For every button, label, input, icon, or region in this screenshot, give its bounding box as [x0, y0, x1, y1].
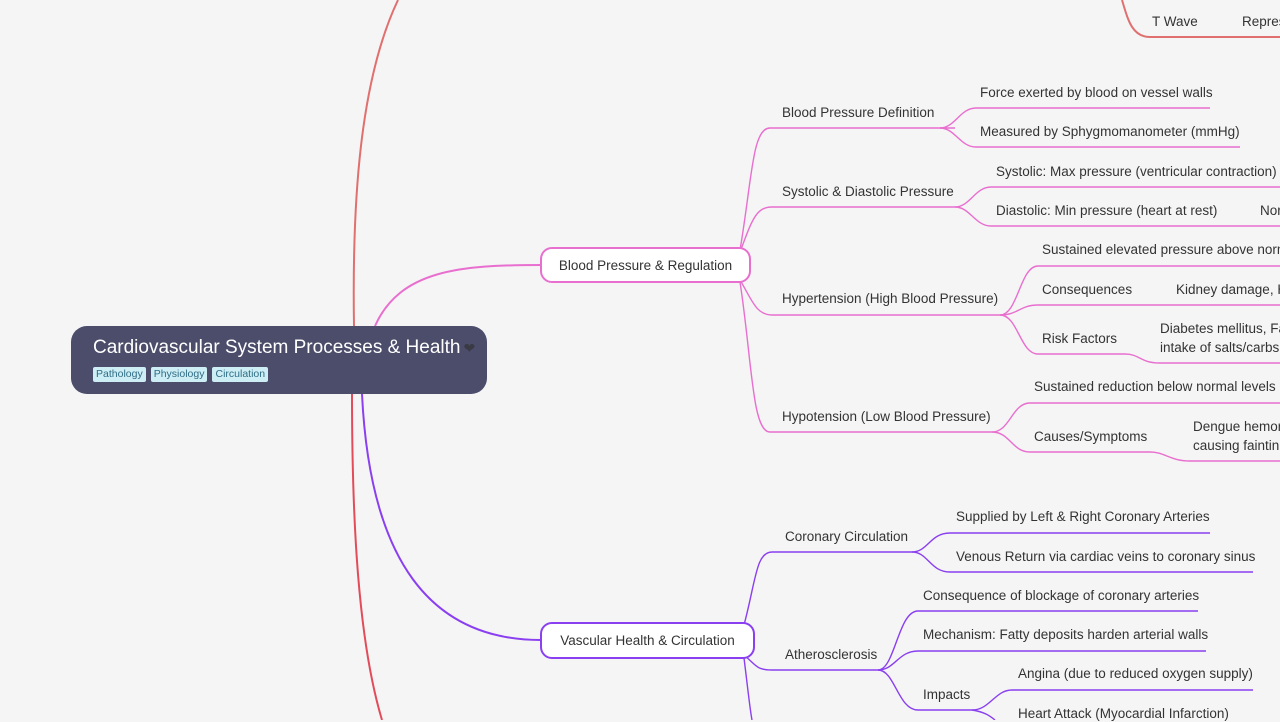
connector-root-to-top-branch	[352, 0, 399, 327]
node-causes-symptoms[interactable]: Causes/Symptoms	[1034, 429, 1148, 444]
node-coronary[interactable]: Coronary Circulation	[785, 529, 909, 544]
node-impacts-heart-attack[interactable]: Heart Attack (Myocardial Infarction)	[1018, 706, 1229, 721]
node-bp-def-measured[interactable]: Measured by Sphygmomanometer (mmHg)	[980, 124, 1240, 139]
node-hypotension[interactable]: Hypotension (Low Blood Pressure)	[782, 409, 991, 424]
connector-root-to-bottom-branch	[351, 393, 383, 720]
node-impacts[interactable]: Impacts	[923, 687, 971, 702]
node-bp-definition[interactable]: Blood Pressure Definition	[782, 105, 935, 120]
node-causes-detail[interactable]: Dengue hemor causing faintin	[1193, 419, 1280, 453]
node-athero-mechanism[interactable]: Mechanism: Fatty deposits harden arteria…	[923, 627, 1209, 642]
node-bp-def-force[interactable]: Force exerted by blood on vessel walls	[980, 85, 1213, 100]
node-systolic[interactable]: Systolic: Max pressure (ventricular cont…	[996, 164, 1277, 179]
tag-physiology[interactable]: Physiology	[150, 367, 208, 382]
node-consequences-detail[interactable]: Kidney damage, H	[1176, 282, 1280, 297]
root-title-text: Cardiovascular System Processes & Health	[93, 337, 461, 358]
node-hypertension[interactable]: Hypertension (High Blood Pressure)	[782, 291, 999, 306]
branch-blood-pressure[interactable]: Blood Pressure & Regulation	[540, 247, 751, 283]
node-coronary-venous[interactable]: Venous Return via cardiac veins to coron…	[956, 549, 1256, 564]
node-athero-consequence[interactable]: Consequence of blockage of coronary arte…	[923, 588, 1200, 603]
tag-pathology[interactable]: Pathology	[93, 367, 146, 382]
heart-icon: ❤	[463, 340, 476, 356]
connector-root-to-vascular	[361, 393, 542, 641]
node-t-wave[interactable]: T Wave	[1152, 14, 1198, 29]
connector-t-wave	[1121, 0, 1280, 38]
node-coronary-supplied[interactable]: Supplied by Left & Right Coronary Arteri…	[956, 509, 1210, 524]
root-tags: Pathology Physiology Circulation	[93, 367, 465, 382]
node-impacts-angina[interactable]: Angina (due to reduced oxygen supply)	[1018, 666, 1253, 681]
root-title: Cardiovascular System Processes & Health…	[93, 336, 475, 360]
node-t-wave-detail[interactable]: Repres	[1242, 14, 1280, 29]
connector-root-to-blood-pressure	[374, 264, 542, 327]
node-diastolic[interactable]: Diastolic: Min pressure (heart at rest)	[996, 203, 1218, 218]
root-node[interactable]: Cardiovascular System Processes & Health…	[71, 326, 487, 394]
node-consequences[interactable]: Consequences	[1042, 282, 1133, 297]
node-hypertension-def[interactable]: Sustained elevated pressure above norm	[1042, 242, 1280, 257]
tag-circulation[interactable]: Circulation	[212, 367, 269, 382]
node-sys-dia[interactable]: Systolic & Diastolic Pressure	[782, 184, 954, 199]
node-risk-factors-detail[interactable]: Diabetes mellitus, Fa intake of salts/ca…	[1160, 321, 1280, 355]
branch-vascular[interactable]: Vascular Health & Circulation	[540, 622, 755, 659]
node-atherosclerosis[interactable]: Atherosclerosis	[785, 647, 878, 662]
node-diastolic-normal[interactable]: Nor	[1260, 203, 1280, 218]
node-hypotension-def[interactable]: Sustained reduction below normal levels	[1034, 379, 1276, 394]
node-risk-factors[interactable]: Risk Factors	[1042, 331, 1118, 346]
